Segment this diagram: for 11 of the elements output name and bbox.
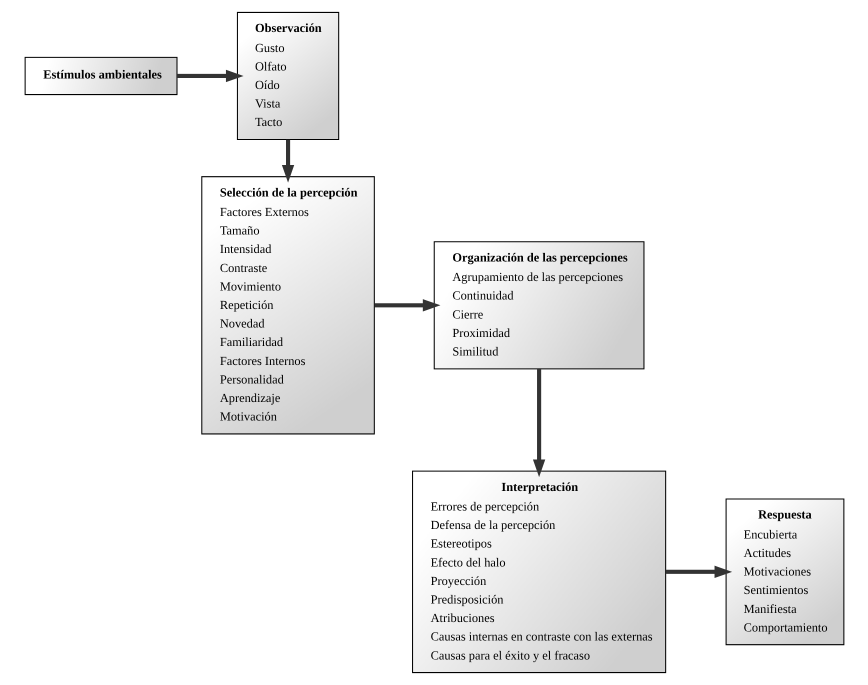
node-box: Respuesta Encubierta Actitudes Motivaciones Sentimientos Manifiesta Comportamiento	[725, 498, 844, 646]
arrow	[176, 70, 244, 82]
node-box: Interpretación Errores de percepción Defensa de la percepción Estereotipos Efecto del halo Proyección Predisposición Atribuciones Causas internas en contraste con las externas Causas para el éxito y el fracaso	[412, 470, 666, 674]
arrow	[374, 299, 440, 312]
arrow	[532, 369, 545, 478]
node-box: Estímulos ambientales	[24, 56, 178, 96]
arrow	[665, 566, 732, 578]
node-box: Observación Gusto Olfato Oído Vista Tacto	[236, 12, 339, 140]
arrow	[281, 140, 294, 183]
node-box: Organización de las percepciones Agrupamiento de las percepciones Continuidad Cierre Proximidad Similitud	[433, 241, 644, 370]
node-box: Selección de la percepción Factores Externos Tamaño Intensidad Contraste Movimiento Repetición Novedad Familiaridad Factores Internos Personalidad Aprendizaje Motivación	[200, 176, 374, 434]
